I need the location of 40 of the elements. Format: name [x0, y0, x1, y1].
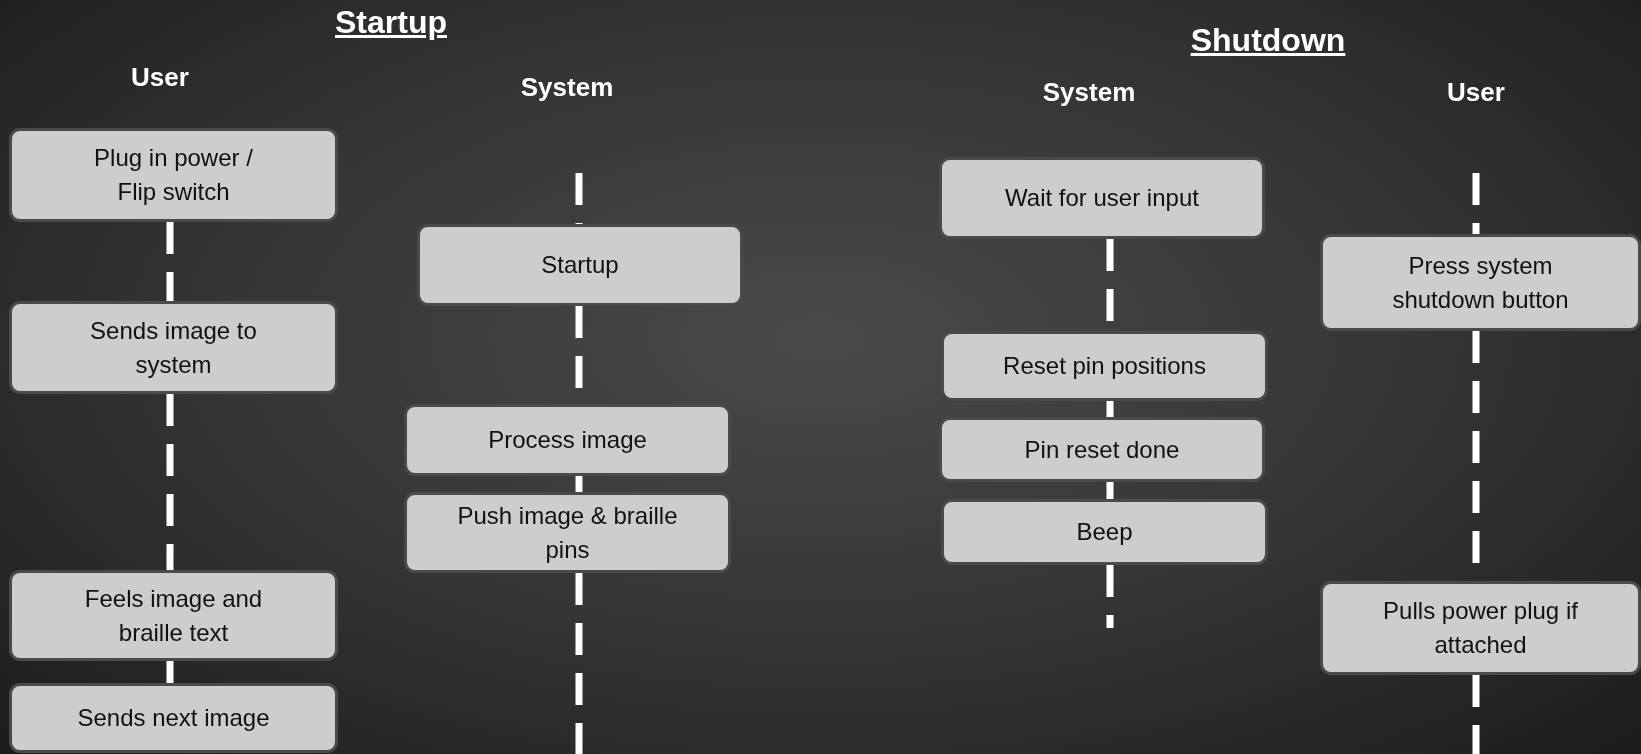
- column-header: System: [1042, 77, 1136, 108]
- box-text: Sends image to system: [89, 315, 258, 380]
- lifeline: [166, 222, 174, 301]
- box-text: Reset pin positions: [1003, 351, 1206, 382]
- column-header: System: [520, 72, 614, 103]
- process-box: [9, 570, 338, 661]
- box-text: Pulls power plug if attached: [1382, 596, 1579, 660]
- lifeline: [1472, 675, 1480, 754]
- box-text: Sends next image: [77, 703, 270, 734]
- box-text: Wait for user input: [1005, 183, 1199, 214]
- process-box: [1320, 581, 1641, 675]
- box-text: Process image: [488, 425, 647, 456]
- lifeline: [1106, 401, 1114, 417]
- process-box: [1320, 234, 1641, 331]
- process-box: [9, 301, 338, 394]
- column-header: User: [1447, 77, 1505, 108]
- lifeline: [575, 476, 583, 492]
- process-box: [404, 492, 731, 573]
- column-header: User: [131, 62, 189, 93]
- section-title: Shutdown: [1190, 22, 1346, 59]
- box-text: Press system shutdown button: [1391, 250, 1570, 315]
- box-text: Pin reset done: [1024, 434, 1180, 465]
- process-box: [9, 683, 338, 753]
- box-text: Beep: [1076, 517, 1133, 548]
- process-box: [9, 128, 338, 222]
- process-box: [941, 499, 1268, 565]
- process-box: [417, 224, 743, 306]
- lifeline: [166, 661, 174, 683]
- lifeline: [575, 573, 583, 754]
- lifeline: [1106, 482, 1114, 499]
- process-box: [941, 331, 1268, 401]
- process-box: [939, 417, 1265, 482]
- section-title: Startup: [335, 4, 447, 41]
- lifeline: [166, 394, 174, 570]
- box-text: Plug in power / Flip switch: [93, 143, 254, 207]
- box-text: Push image & braille pins: [456, 500, 679, 565]
- box-text: Startup: [541, 250, 619, 281]
- process-box: [939, 157, 1265, 239]
- box-text: Feels image and braille text: [83, 583, 264, 648]
- process-box: [404, 404, 731, 476]
